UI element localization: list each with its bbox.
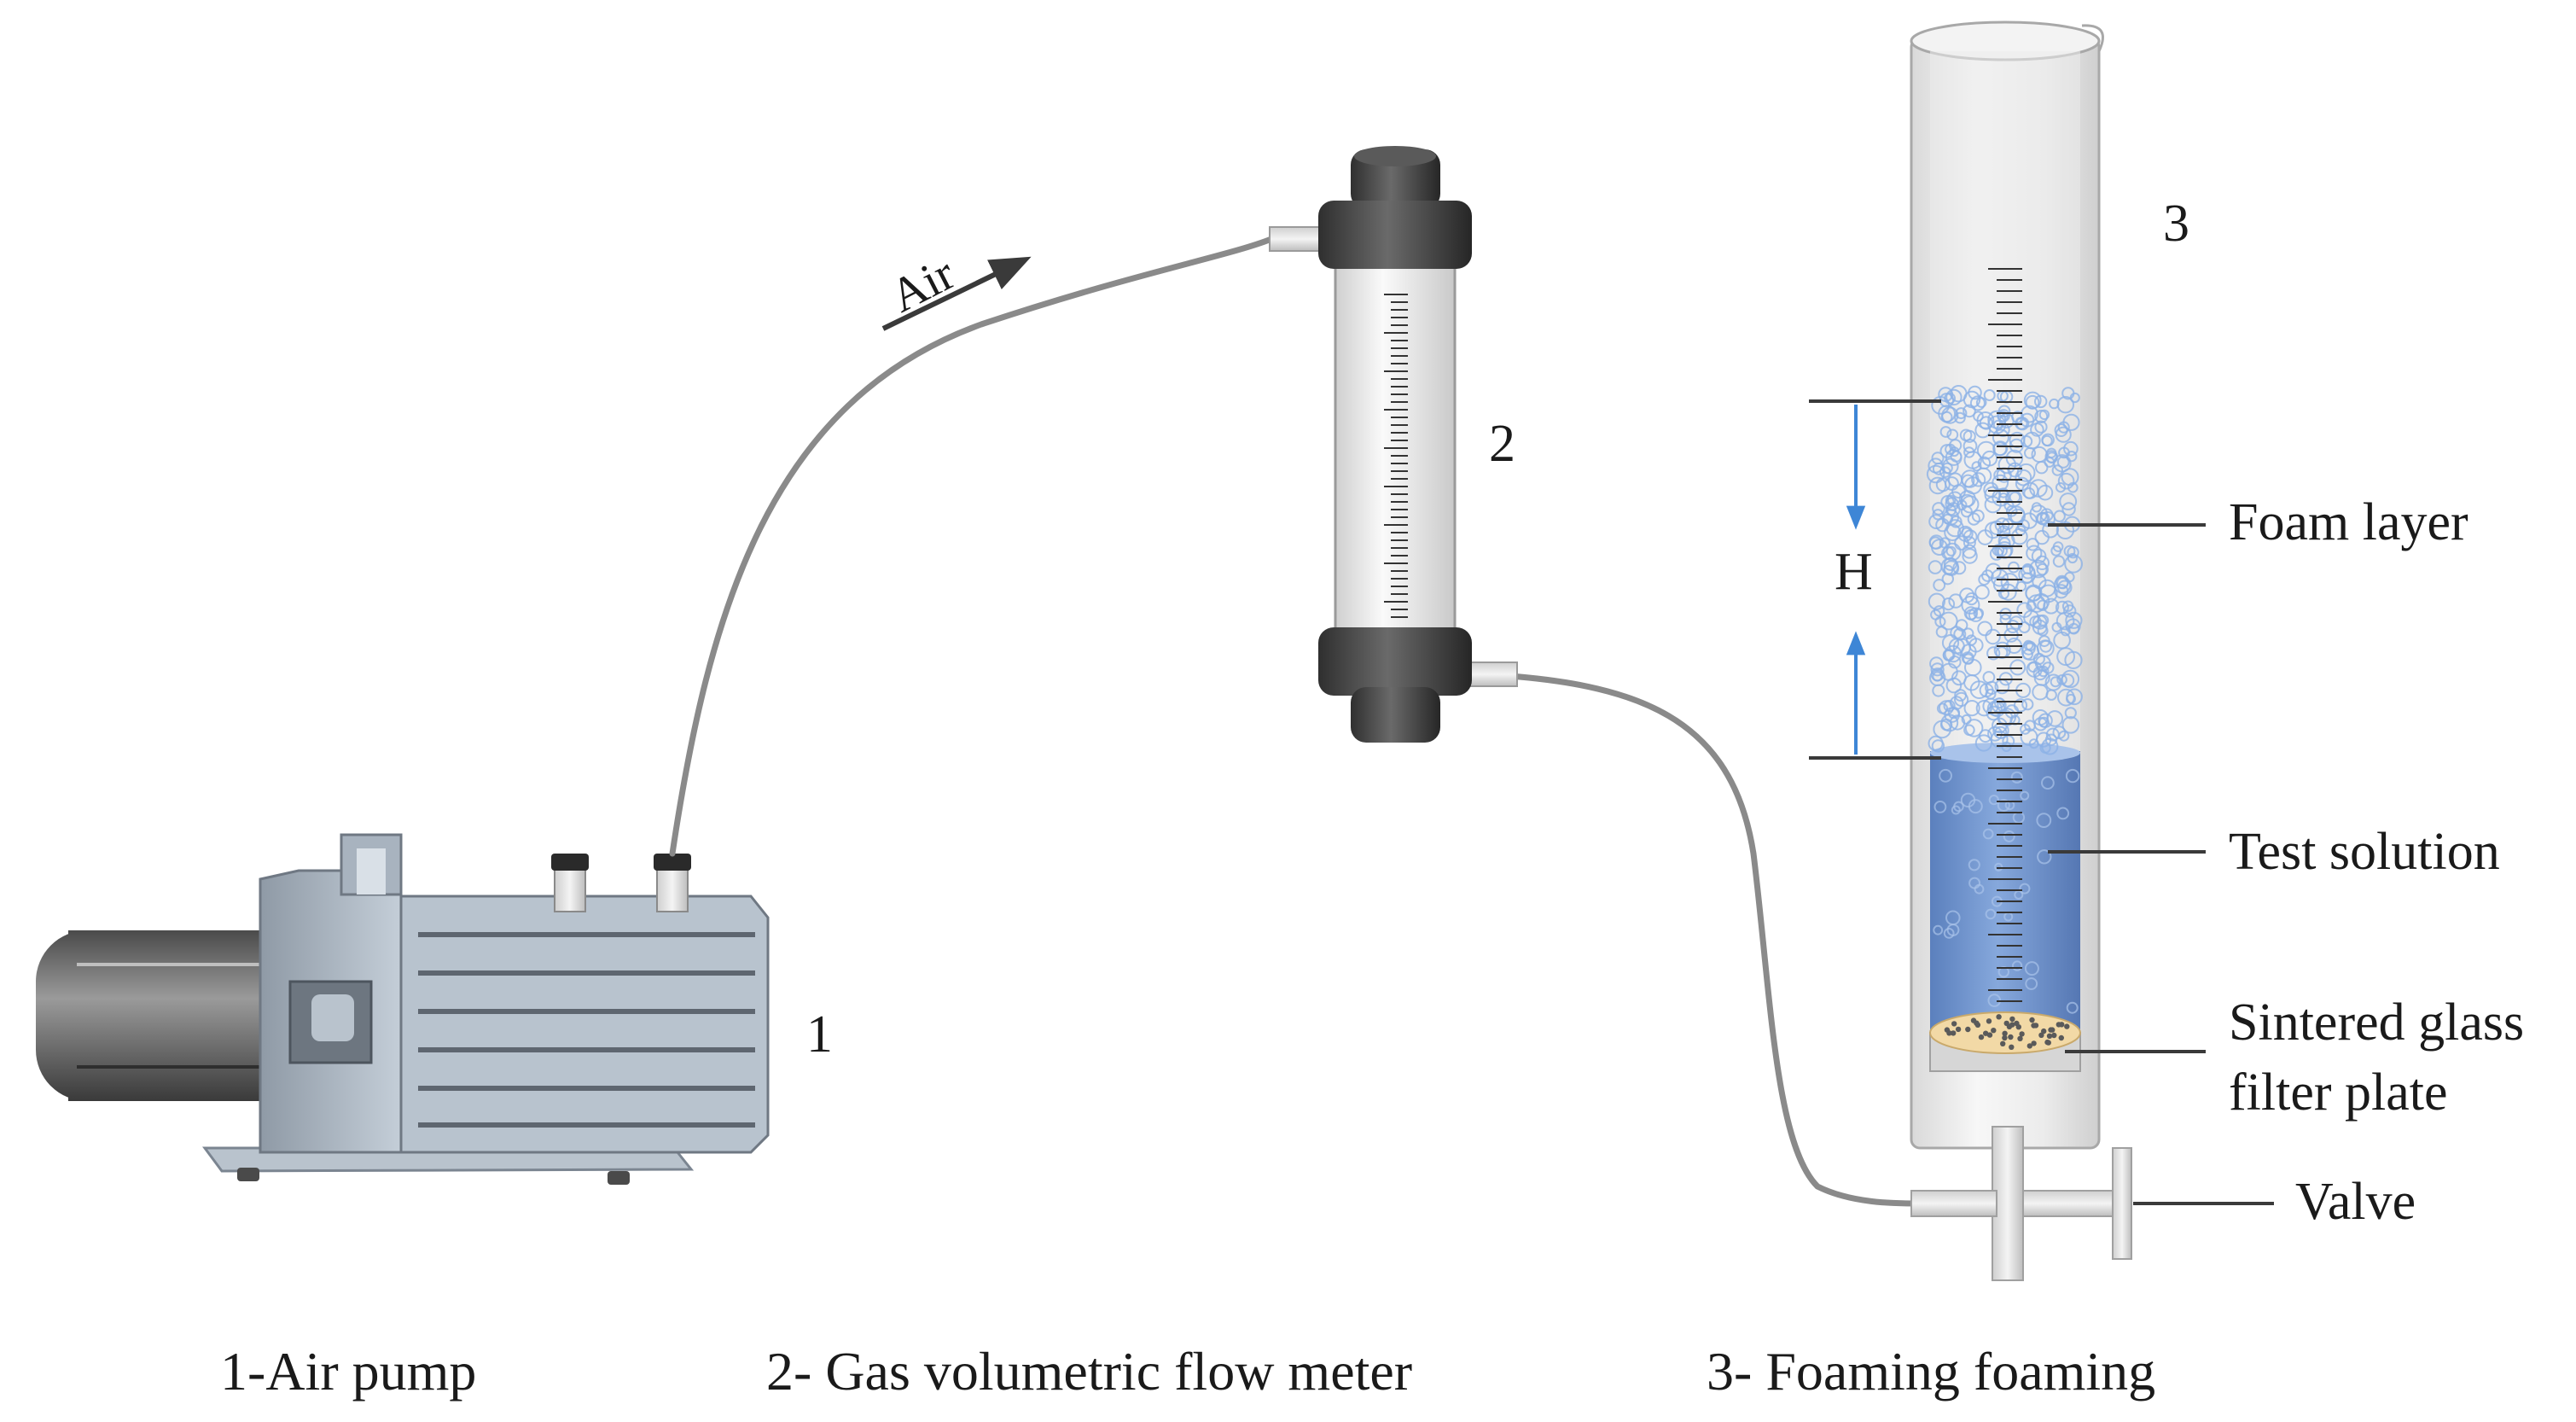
meter-bottom-knob xyxy=(1351,687,1440,743)
meter-top-cap xyxy=(1318,201,1472,269)
column-inlet-pipe xyxy=(1910,1190,1997,1217)
foam-layer-label: Foam layer xyxy=(2229,493,2468,551)
meter-scale-ticks xyxy=(1384,294,1408,618)
caption-flow-meter: 2- Gas volumetric flow meter xyxy=(766,1341,1412,1402)
meter-inlet-stub xyxy=(1269,226,1322,252)
pump-number-label: 1 xyxy=(806,1005,833,1064)
filter-plate-label-line1: Sintered glass xyxy=(2229,994,2524,1052)
filter-plate-label-line2: filter plate xyxy=(2229,1064,2447,1122)
air-flow-arrow xyxy=(881,256,1032,331)
sintered-glass-filter-plate xyxy=(1929,1011,2081,1072)
gas-flow-meter xyxy=(1269,146,1518,743)
test-solution-label: Test solution xyxy=(2229,823,2500,881)
meter-number-label: 2 xyxy=(1489,415,1515,473)
test-solution-liquid xyxy=(1930,751,2080,1037)
column-scale-ticks xyxy=(1988,268,2022,1002)
air-pump xyxy=(36,833,770,1185)
caption-foaming-column: 3- Foaming foaming xyxy=(1707,1341,2155,1402)
pump-port-right xyxy=(654,854,691,912)
pump-foot-left xyxy=(237,1168,259,1181)
valve-handle xyxy=(2112,1147,2132,1260)
air-label: Air xyxy=(882,247,963,323)
foam-height-indicator: H xyxy=(1809,399,1941,760)
foaming-column xyxy=(1910,20,2132,1281)
pump-foot-right xyxy=(608,1171,630,1185)
valve-label: Valve xyxy=(2295,1173,2416,1231)
meter-bottom-cap xyxy=(1318,627,1472,696)
pump-port-left xyxy=(551,854,589,912)
height-label: H xyxy=(1835,543,1873,601)
caption-air-pump: 1-Air pump xyxy=(220,1341,476,1402)
column-number-label: 3 xyxy=(2163,195,2189,253)
meter-outlet-stub xyxy=(1465,661,1518,687)
valve-pipe xyxy=(2022,1190,2114,1217)
tube-pump-to-meter xyxy=(669,236,1275,857)
tube-meter-to-column xyxy=(1481,671,1923,1207)
pump-cooling-fins xyxy=(418,932,755,1128)
